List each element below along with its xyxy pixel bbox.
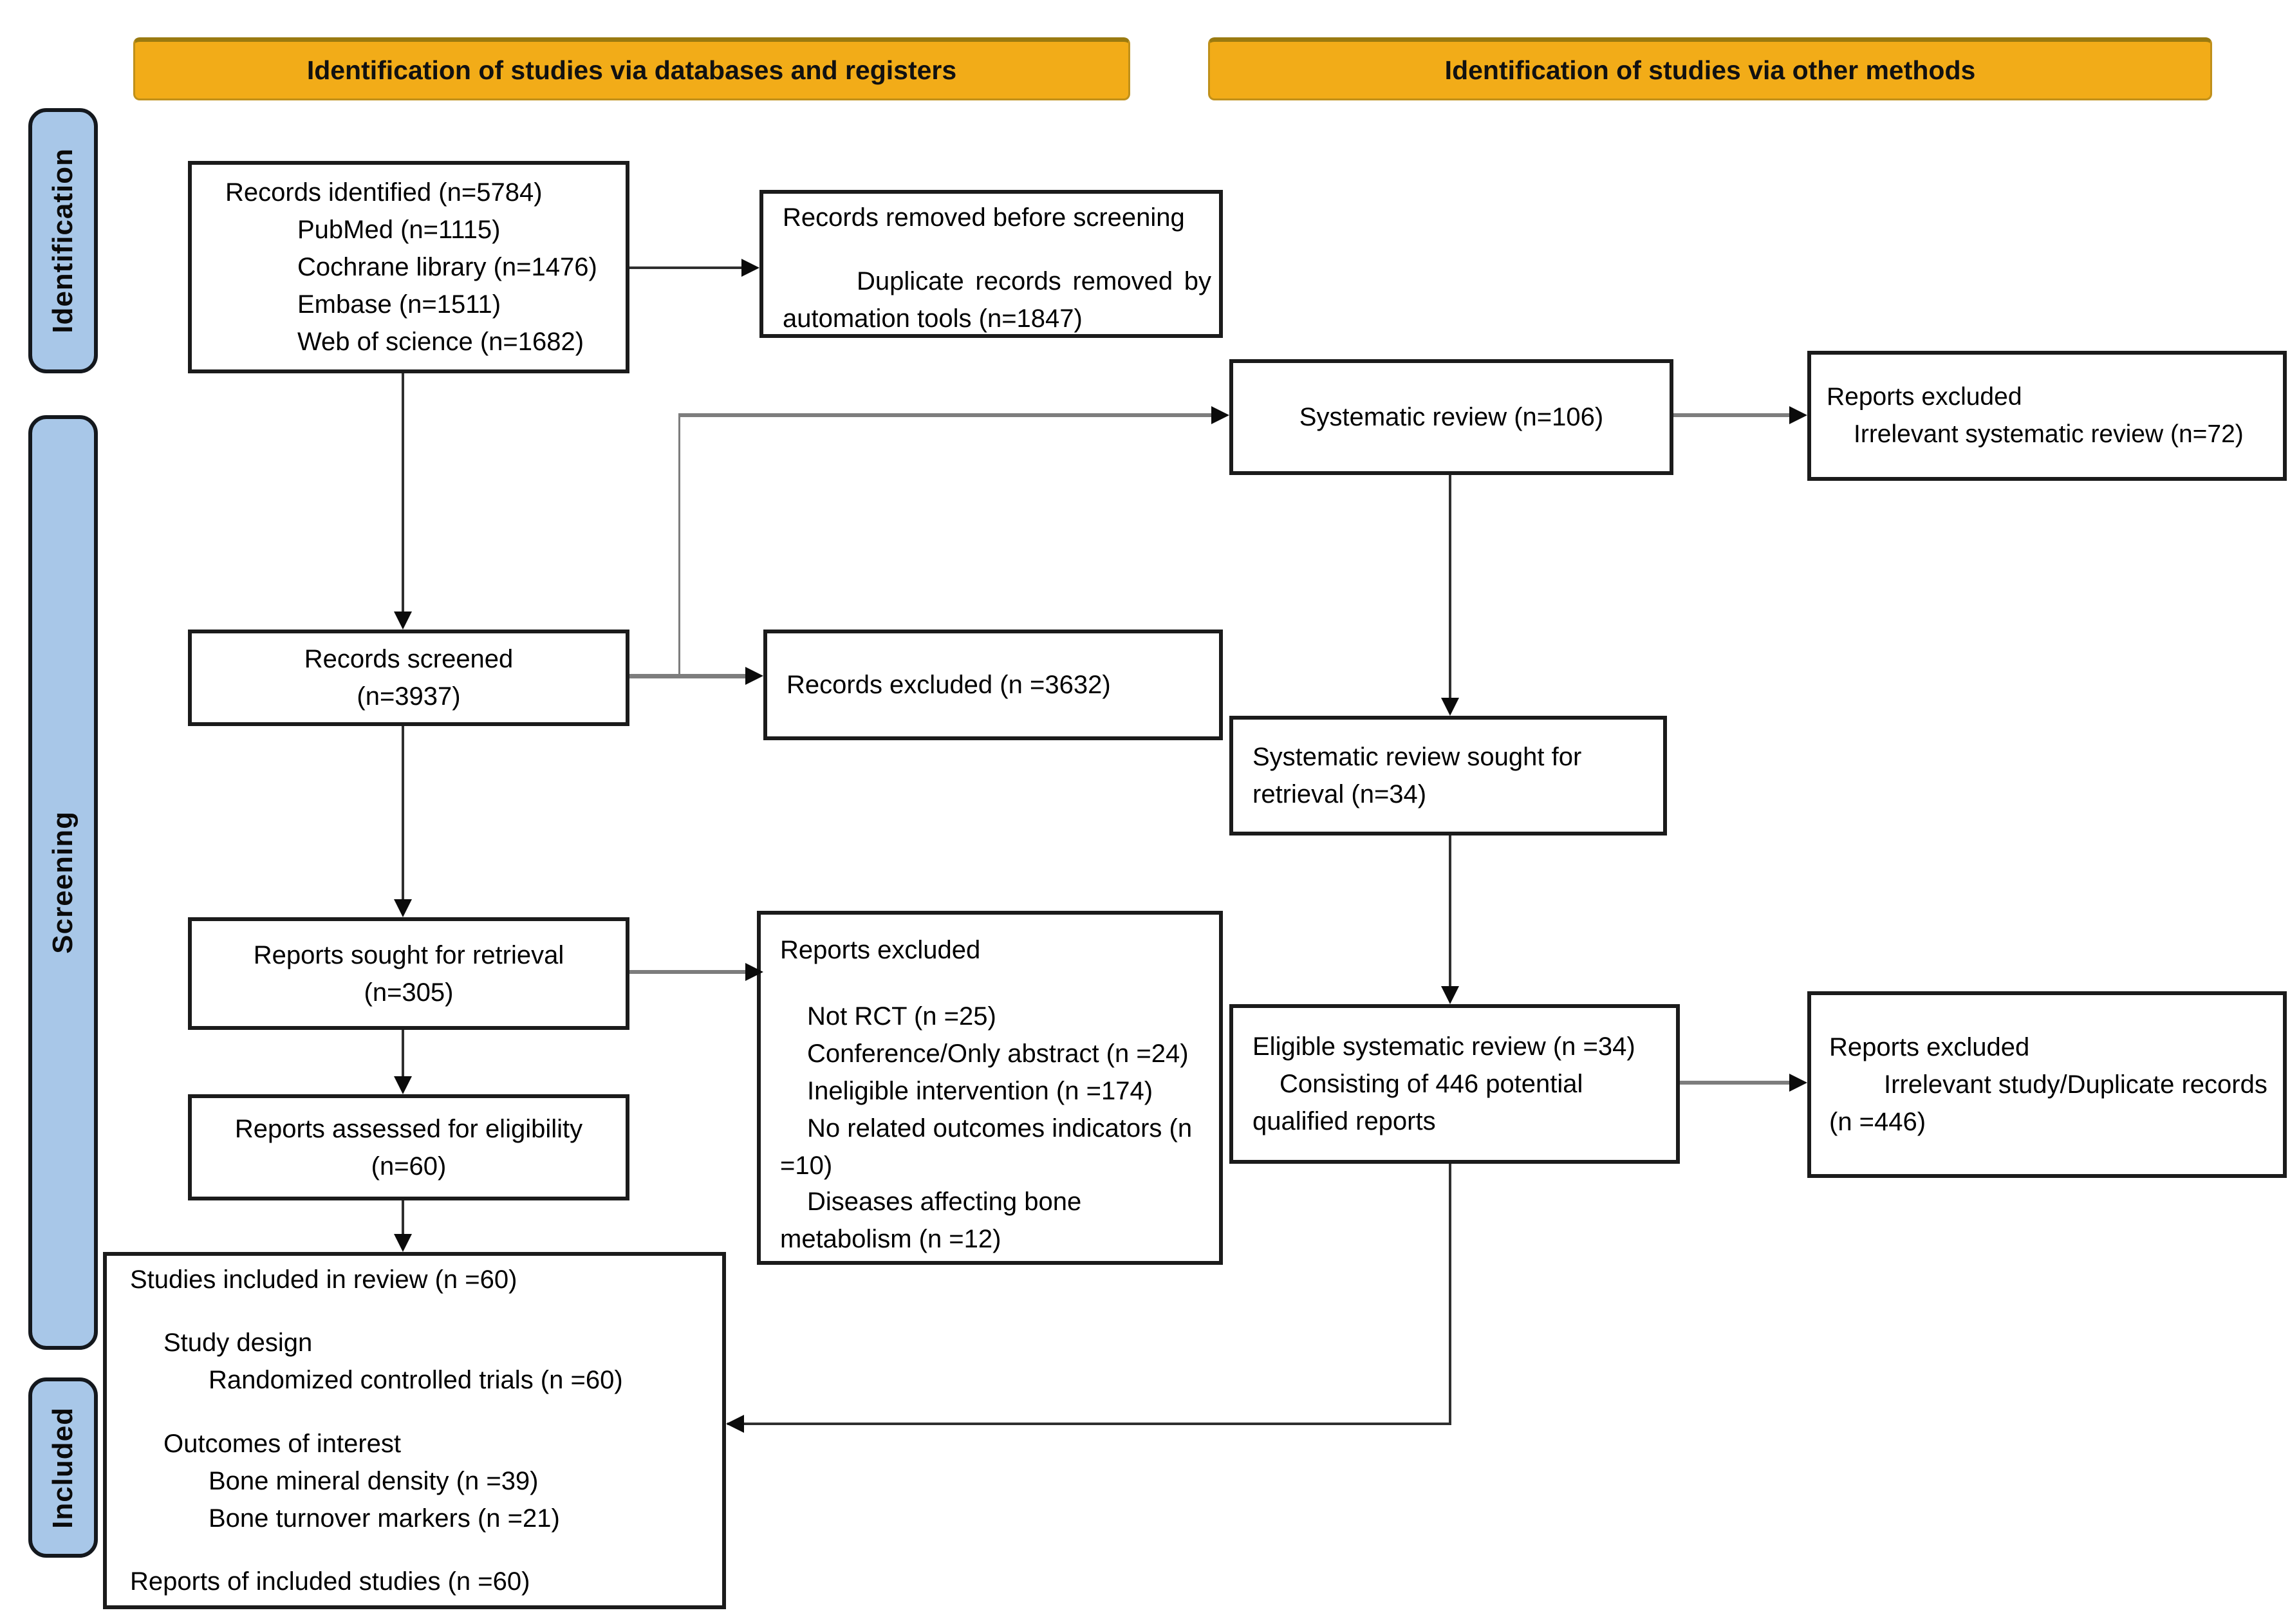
arrow-sought-to-excluded-detail	[629, 970, 747, 974]
arrowhead-left-icon	[726, 1415, 744, 1433]
arrow-eligible-to-excluded-dup	[1680, 1081, 1791, 1085]
arrow-eligible-to-included	[727, 1423, 1451, 1425]
box-line: Reports excluded	[1827, 383, 2022, 411]
box-line: Records screened	[304, 645, 514, 673]
box-line: Conference/Only abstract (n =24)	[807, 1040, 1189, 1068]
box-line: Consisting of 446 potential qualified re…	[1252, 1070, 1583, 1135]
box-systematic-review: Systematic review (n=106)	[1229, 359, 1673, 475]
box-line: (n=60)	[371, 1152, 447, 1181]
stage-screening-label: Screening	[47, 811, 79, 954]
arrowhead-right-icon	[1789, 406, 1807, 424]
box-line: Records identified (n=5784)	[225, 178, 543, 207]
arrow-screened-to-sought	[402, 726, 404, 901]
stage-included: Included	[28, 1377, 98, 1558]
stage-identification-label: Identification	[47, 148, 79, 333]
arrowhead-right-icon	[1211, 406, 1229, 424]
arrow-sought-to-assessed	[402, 1030, 404, 1078]
arrowhead-down-icon	[394, 1076, 412, 1094]
arrow-identified-to-screened	[402, 373, 404, 613]
arrow-sr-to-excluded-sr	[1673, 413, 1791, 417]
stage-screening: Screening	[28, 415, 98, 1350]
arrowhead-down-icon	[394, 1234, 412, 1252]
arrowhead-right-icon	[745, 667, 763, 685]
box-line: Irrelevant study/Duplicate records (n =4…	[1829, 1070, 2267, 1136]
box-line: No related outcomes indicators (n =10)	[780, 1114, 1193, 1180]
box-line: Eligible systematic review (n =34)	[1252, 1032, 1635, 1061]
box-line: (n=305)	[364, 978, 454, 1007]
box-line: Web of science (n=1682)	[297, 328, 584, 356]
box-line: (n=3937)	[357, 682, 461, 711]
arrowhead-right-icon	[745, 963, 763, 981]
box-systematic-review-sought: Systematic review sought for retrieval (…	[1229, 716, 1667, 835]
arrowhead-right-icon	[1789, 1074, 1807, 1092]
box-line: Diseases affecting bone metabolism (n =1…	[780, 1187, 1082, 1253]
box-line: Studies included in review (n =60)	[130, 1265, 517, 1294]
box-line: Not RCT (n =25)	[807, 1002, 996, 1031]
arrow-identified-to-removed	[629, 266, 741, 269]
arrowhead-right-icon	[741, 259, 759, 277]
stage-identification: Identification	[28, 108, 98, 373]
box-studies-included: Studies included in review (n =60) Study …	[103, 1252, 726, 1609]
box-line: Embase (n=1511)	[297, 290, 501, 319]
box-line: Reports sought for retrieval	[253, 940, 564, 969]
box-line: Study design	[163, 1329, 313, 1358]
box-eligible-systematic-review: Eligible systematic review (n =34) Consis…	[1229, 1004, 1680, 1164]
box-line	[780, 969, 1211, 998]
banner-other-methods: Identification of studies via other meth…	[1208, 37, 2212, 100]
box-line	[130, 1298, 714, 1324]
box-line: Ineligible intervention (n =174)	[807, 1077, 1153, 1105]
box-line	[130, 1537, 714, 1563]
box-records-screened: Records screened (n=3937)	[188, 630, 629, 726]
box-line: Reports of included studies (n =60)	[130, 1567, 530, 1596]
arrow-sr-to-sought	[1449, 475, 1451, 699]
box-line: Bone turnover markers (n =21)	[209, 1504, 560, 1533]
box-line: Reports assessed for eligibility	[234, 1114, 583, 1143]
box-records-identified: Records identified (n=5784) PubMed (n=111…	[188, 161, 629, 373]
box-reports-sought: Reports sought for retrieval (n=305)	[188, 917, 629, 1030]
arrowhead-down-icon	[1441, 698, 1459, 716]
box-reports-assessed: Reports assessed for eligibility (n=60)	[188, 1094, 629, 1200]
box-line: Systematic review sought for retrieval (…	[1252, 743, 1582, 808]
arrowhead-down-icon	[1441, 986, 1459, 1004]
elbow-screened-to-systematic-review	[678, 415, 680, 676]
arrowhead-down-icon	[394, 611, 412, 630]
box-line: Irrelevant systematic review (n=72)	[1854, 420, 2244, 448]
box-line: Records removed before screening	[783, 203, 1185, 232]
box-line: Reports excluded	[780, 936, 981, 964]
box-line	[783, 236, 1211, 263]
arrow-assessed-to-included	[402, 1200, 404, 1235]
banner-other-methods-label: Identification of studies via other meth…	[1444, 55, 1976, 85]
elbow-eligible-down	[1449, 1164, 1451, 1425]
arrow-sought-to-eligible	[1449, 835, 1451, 987]
box-line: Outcomes of interest	[163, 1429, 402, 1458]
box-line	[130, 1399, 714, 1424]
box-line: Randomized controlled trials (n =60)	[209, 1366, 623, 1395]
box-line: Duplicate records removed by automation …	[783, 266, 1211, 333]
arrow-screened-to-excluded	[629, 674, 747, 678]
box-line: Systematic review (n=106)	[1299, 403, 1604, 431]
box-records-excluded: Records excluded (n =3632)	[763, 630, 1223, 740]
box-line: PubMed (n=1115)	[297, 216, 501, 244]
box-line: Bone mineral density (n =39)	[209, 1466, 539, 1495]
box-line: Records excluded (n =3632)	[787, 671, 1111, 699]
banner-databases-registers: Identification of studies via databases …	[133, 37, 1130, 100]
stage-included-label: Included	[47, 1406, 79, 1529]
box-line: Reports excluded	[1829, 1033, 2030, 1061]
banner-databases-label: Identification of studies via databases …	[306, 55, 957, 85]
arrow-to-systematic-review	[678, 413, 1213, 417]
arrowhead-down-icon	[394, 899, 412, 917]
box-line: Cochrane library (n=1476)	[297, 253, 597, 281]
